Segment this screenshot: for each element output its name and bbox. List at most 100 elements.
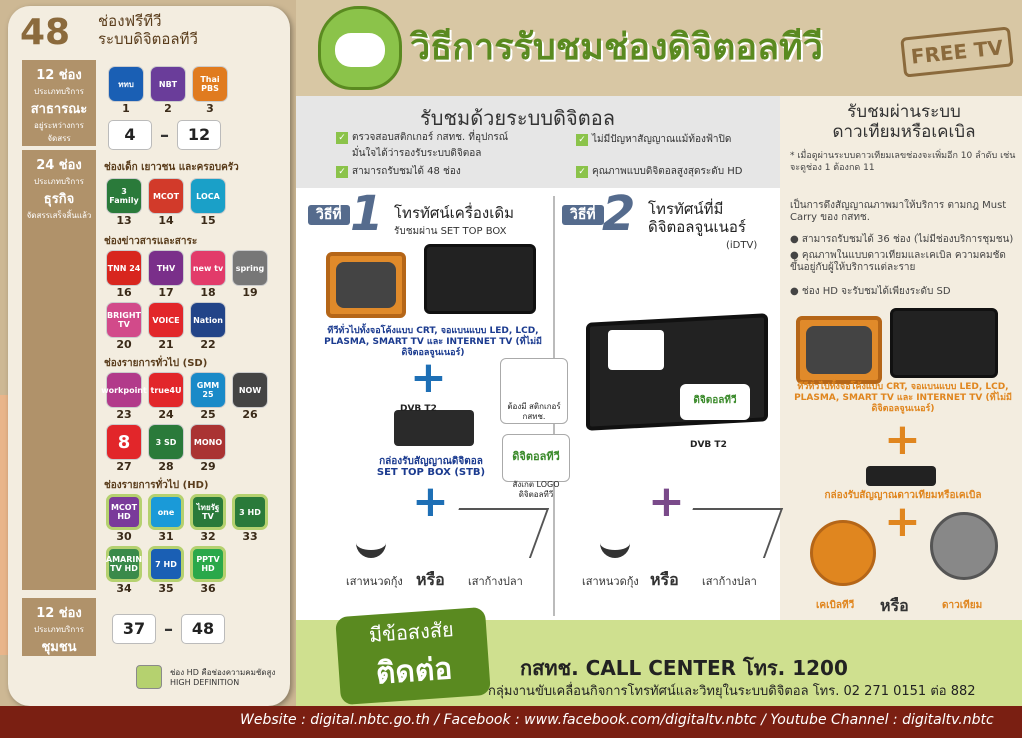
channel-number: 18 [200, 286, 216, 299]
indoor-antenna-icon [600, 512, 630, 558]
channel-logo: MCOT [148, 178, 184, 214]
satellite-receiver-icon [866, 466, 936, 486]
channel-number: 30 [116, 530, 132, 543]
public-note: อยู่ระหว่างการจัดสรร [34, 121, 84, 143]
check-text: คุณภาพแบบดิจิตอลสูงสุดระดับ HD [592, 166, 743, 177]
channel-logo: 3 SD [148, 424, 184, 460]
crt-tv-icon [326, 252, 406, 318]
range-dash: – [160, 124, 169, 146]
hd-section-title: ช่องรายการทั่วไป (HD) [104, 480, 209, 491]
channel-number: 24 [158, 408, 174, 421]
channel-number: 15 [200, 214, 216, 227]
check-icon: ✓ [576, 134, 588, 146]
business-note: จัดสรรเสร็จสิ้นแล้ว [26, 211, 92, 220]
call-center: กสทช. CALL CENTER โทร. 1200 [520, 656, 848, 680]
or-label: หรือ [650, 570, 679, 589]
check-item: ✓สามารถรับชมได้ 48 ช่อง [336, 164, 566, 179]
channel-number: 25 [200, 408, 216, 421]
channel-logo: BRIGHT TV [106, 302, 142, 338]
nbtc-sticker [500, 358, 568, 424]
channel-number: 31 [158, 530, 174, 543]
channel-logo: ไทยรัฐ TV [190, 494, 226, 530]
channel-logo: AMARIN TV HD [106, 546, 142, 582]
check-item: ✓ ไม่มีปัญหาสัญญาณแม้ท้องฟ้าปิด [576, 132, 776, 147]
dish-label: ดาวเทียม [942, 600, 983, 611]
check-icon: ✓ [336, 132, 348, 144]
or-label: หรือ [416, 570, 445, 589]
channel-logo: one [148, 494, 184, 530]
range-start: 37 [112, 614, 156, 644]
idtv-sticker [608, 330, 664, 370]
mascot-icon [318, 6, 402, 90]
footer-links: Website : digital.nbtc.go.th / Facebook … [240, 712, 994, 728]
channel-logo: workpoint [101, 372, 147, 408]
community-block: 12 ช่อง ประเภทบริการ ชุมชน [22, 598, 96, 656]
public-type1: ประเภทบริการ [34, 87, 84, 96]
logo-line1: สังเกต LOGO [512, 480, 560, 489]
business-type1: ประเภทบริการ [34, 177, 84, 186]
channel-number: 29 [200, 460, 216, 473]
channel-number: 13 [116, 214, 132, 227]
satellite-bullet: ● ช่อง HD จะรับชมได้เพียงระดับ SD [790, 286, 951, 297]
channel-number: 16 [116, 286, 132, 299]
satellite-note: * เมื่อดูผ่านระบบดาวเทียมเลขช่องจะเพิ่มอ… [790, 151, 1016, 173]
indoor-antenna-icon [356, 512, 386, 558]
community-range: 37 – 48 [112, 614, 225, 644]
channel-logo: spring [232, 250, 268, 286]
way1-number: 1 [350, 186, 384, 242]
range-start: 4 [108, 120, 152, 150]
channel-number: 27 [116, 460, 132, 473]
channel-logo: true4U [148, 372, 184, 408]
set-top-box-icon [394, 410, 474, 446]
way2-title-line2: ดิจิตอลจูนเนอร์ [648, 218, 746, 236]
digital-tv-logo: ดิจิตอลทีวี [502, 434, 570, 482]
channel-number: 32 [200, 530, 216, 543]
outdoor-antenna-icon [674, 508, 784, 558]
community-type1: ประเภทบริการ [34, 625, 84, 634]
satellite-dish-icon [930, 512, 998, 580]
channel-number: 2 [164, 102, 172, 115]
community-count: 12 ช่อง [36, 606, 82, 621]
indoor-antenna-label: เสาหนวดกุ้ง [582, 575, 639, 588]
way2-title: โทรทัศน์ที่มี ดิจิตอลจูนเนอร์ [648, 200, 746, 236]
channel-logo: 8 [106, 424, 142, 460]
cable-dish-icon [810, 520, 876, 586]
plus-icon: + [648, 476, 685, 527]
outdoor-antenna-label: เสาก้างปลา [468, 575, 523, 588]
way1-header: วิธีที่ [308, 204, 350, 226]
check-text: ไม่มีปัญหาสัญญาณแม้ท้องฟ้าปิด [592, 134, 732, 145]
channel-logo: MONO [190, 424, 226, 460]
stb-caption: กล่องรับสัญญาณดิจิตอล SET TOP BOX (STB) [356, 456, 506, 478]
kids-section-title: ช่องเด็ก เยาวชน และครอบครัว [104, 162, 239, 173]
cable-label: เคเบิลทีวี [816, 600, 855, 611]
stb-line2: SET TOP BOX (STB) [376, 467, 486, 478]
public-count: 12 ช่อง [36, 68, 82, 83]
free-tv-title: ช่องฟรีทีวี ระบบดิจิตอลทีวี [98, 12, 288, 48]
channel-logo: Thai PBS [192, 66, 228, 102]
channel-logo: 3 HD [232, 494, 268, 530]
hd-legend-line1: ช่อง HD คือช่องความคมชัดสูง [170, 668, 276, 677]
sticker-line2: กสทช. [522, 412, 546, 421]
receiver-caption: กล่องรับสัญญาณดาวเทียมหรือเคเบิล [824, 490, 982, 501]
channel-logo: 3 Family [106, 178, 142, 214]
way2-number: 2 [602, 186, 636, 242]
idtv-digital-logo: ดิจิตอลทีวี [680, 384, 750, 420]
channel-number: 22 [200, 338, 216, 351]
flat-tv-icon [890, 308, 998, 378]
channel-number: 26 [242, 408, 258, 421]
contact-group: กลุ่มงานขับเคลื่อนกิจการโทรทัศน์และวิทยุ… [488, 684, 976, 699]
sticker-caption: ต้องมี สติกเกอร์ กสทช. [500, 402, 568, 422]
plus-icon: + [884, 496, 921, 547]
stb-line1: กล่องรับสัญญาณดิจิตอล [379, 456, 483, 467]
